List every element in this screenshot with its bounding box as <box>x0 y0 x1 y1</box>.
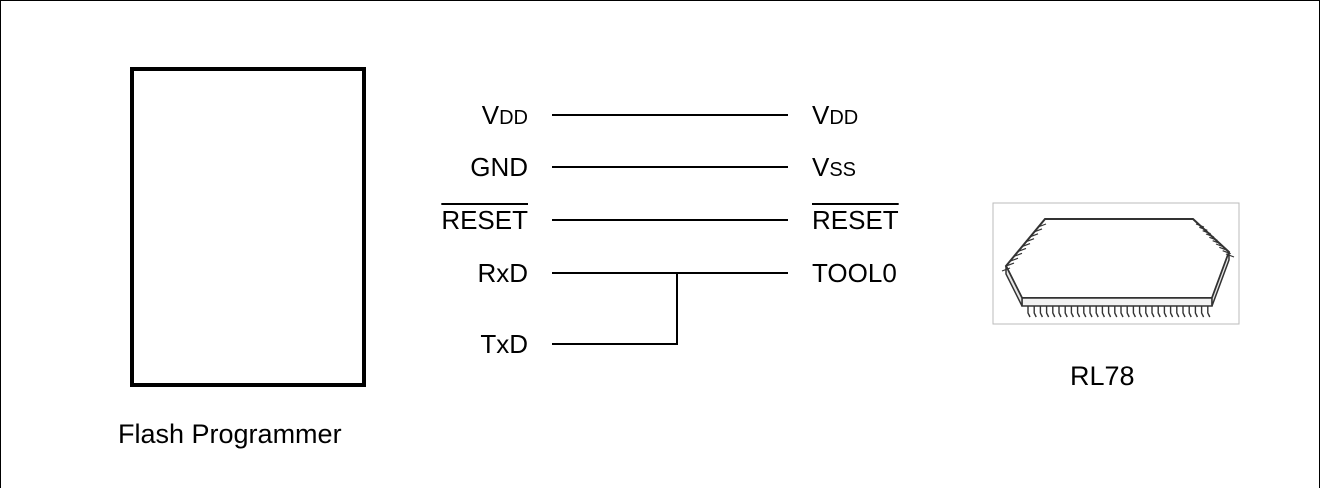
programmer-pin-gnd: GND <box>470 152 528 182</box>
flash-programmer-caption: Flash Programmer <box>118 419 342 449</box>
programmer-pin-vdd: VDD <box>481 100 528 130</box>
mcu-pin-vdd: VDD <box>812 100 859 130</box>
mcu-pin-vss: VSS <box>812 152 857 182</box>
programmer-pin-txd: TxD <box>480 329 528 359</box>
txd-wire <box>552 273 678 345</box>
rl78-caption: RL78 <box>1070 361 1135 391</box>
programmer-pin-reset: RESET <box>441 205 528 235</box>
mcu-pin-tool0: TOOL0 <box>812 258 897 288</box>
programmer-pin-rxd: RxD <box>477 258 528 288</box>
flash-programmer-box <box>130 67 366 387</box>
mcu-pin-reset: RESET <box>812 205 899 235</box>
rl78-chip-icon <box>1001 218 1235 318</box>
